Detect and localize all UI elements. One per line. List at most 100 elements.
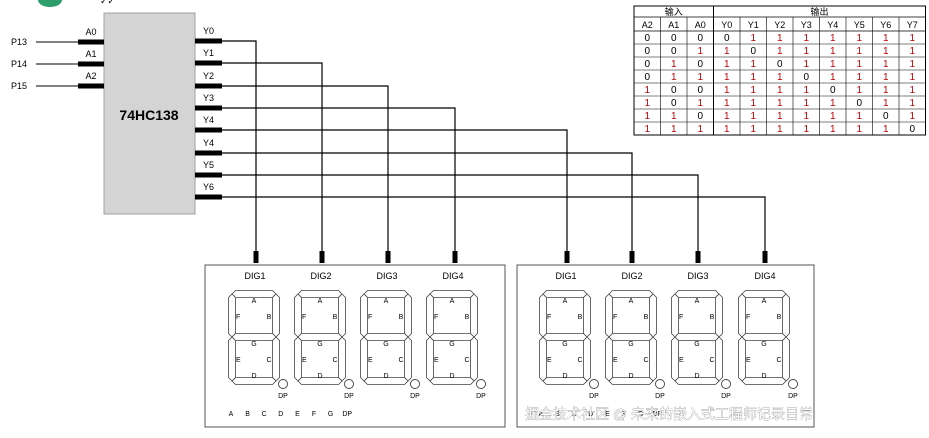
- output-pin-label: Y4: [203, 138, 214, 148]
- table-cell: 0: [671, 46, 677, 57]
- table-cell: 0: [909, 124, 915, 135]
- table-cell: 1: [777, 111, 783, 122]
- column-header: Y3: [801, 20, 812, 30]
- output-pin: [195, 83, 222, 89]
- display-module: DIG1ABCDEFGDPDIG2ABCDEFGDPDIG3ABCDEFGDPD…: [204, 264, 506, 428]
- segment-pin-label: C: [572, 411, 577, 418]
- segment-label: B: [465, 314, 470, 321]
- input-pin: [78, 39, 104, 45]
- output-pin-label: Y0: [203, 26, 214, 36]
- table-cell: 0: [671, 85, 677, 96]
- table-cell: 1: [856, 59, 862, 70]
- column-header: A2: [642, 20, 653, 30]
- decimal-point: [410, 379, 420, 389]
- output-pin: [195, 60, 222, 66]
- segment-label: E: [613, 357, 618, 364]
- port-label: P14: [11, 59, 27, 69]
- segment-f: [738, 293, 746, 338]
- table-cell: 1: [830, 33, 836, 44]
- output-pin: [195, 194, 222, 200]
- table-cell: 1: [671, 111, 677, 122]
- output-wire: [220, 85, 389, 255]
- segment-c: [715, 336, 723, 382]
- output-wire: [220, 174, 699, 255]
- column-header: Y4: [827, 20, 838, 30]
- column-header: Y2: [774, 20, 785, 30]
- table-cell: 0: [671, 98, 677, 109]
- table-cell: 1: [803, 85, 809, 96]
- group-header-output: 输出: [810, 6, 828, 17]
- segment-pin-label: A: [229, 411, 234, 418]
- segment-label: C: [709, 357, 714, 364]
- common-pin: [452, 251, 458, 263]
- table-cell: 1: [830, 98, 836, 109]
- output-pin-label: Y1: [203, 48, 214, 58]
- segment-b: [470, 293, 478, 338]
- table-cell: 1: [724, 46, 730, 57]
- input-pin: [78, 83, 104, 89]
- segment-label: F: [236, 314, 240, 321]
- segment-label: B: [777, 314, 782, 321]
- table-cell: 1: [803, 59, 809, 70]
- output-pin: [195, 38, 222, 44]
- segment-label: E: [302, 357, 307, 364]
- segment-e: [228, 336, 236, 382]
- table-cell: 1: [750, 33, 756, 44]
- segment-e: [605, 336, 613, 382]
- segment-label: C: [332, 357, 337, 364]
- segment-e: [738, 336, 746, 382]
- segment-label: E: [368, 357, 373, 364]
- segment-label: B: [333, 314, 338, 321]
- output-wire: [220, 107, 456, 255]
- segment-label: F: [746, 314, 750, 321]
- segment-label: A: [252, 298, 257, 305]
- segment-pin-label: A: [539, 411, 544, 418]
- table-cell: 1: [644, 124, 650, 135]
- segment-label: F: [368, 314, 372, 321]
- table-cell: 1: [909, 72, 915, 83]
- segment-label: D: [694, 373, 699, 380]
- segment-g: [542, 333, 588, 341]
- segment-label: D: [628, 373, 633, 380]
- segment-pin-label: F: [622, 411, 626, 418]
- segment-label: C: [464, 357, 469, 364]
- column-header: Y1: [748, 20, 759, 30]
- segment-f: [360, 293, 368, 338]
- output-pin-label: Y4: [203, 115, 214, 125]
- table-cell: 0: [697, 85, 703, 96]
- segment-a: [297, 290, 343, 298]
- table-cell: 1: [856, 124, 862, 135]
- pin-label: A0: [85, 27, 96, 37]
- column-header: Y7: [907, 20, 918, 30]
- port-label: P13: [11, 37, 27, 47]
- table-cell: 1: [909, 59, 915, 70]
- table-cell: 1: [724, 98, 730, 109]
- table-cell: 1: [724, 111, 730, 122]
- segment-label: E: [236, 357, 241, 364]
- segment-label: F: [302, 314, 306, 321]
- table-cell: 1: [697, 46, 703, 57]
- segment-a: [674, 290, 720, 298]
- common-pin: [319, 251, 325, 263]
- segment-c: [272, 336, 280, 382]
- table-cell: 1: [644, 85, 650, 96]
- segment-label: B: [644, 314, 649, 321]
- table-cell: 1: [830, 72, 836, 83]
- column-header: A0: [695, 20, 706, 30]
- table-cell: 0: [644, 59, 650, 70]
- decimal-point: [278, 379, 288, 389]
- digit-label: DIG3: [687, 271, 708, 281]
- pin-label: A1: [85, 49, 96, 59]
- segment-label: C: [266, 357, 271, 364]
- table-cell: 0: [644, 33, 650, 44]
- dp-label: DP: [589, 393, 599, 400]
- segment-label: B: [710, 314, 715, 321]
- module-frame: [204, 264, 506, 428]
- table-cell: 1: [724, 59, 730, 70]
- table-cell: 1: [803, 46, 809, 57]
- dp-label: DP: [788, 393, 798, 400]
- segment-label: D: [251, 373, 256, 380]
